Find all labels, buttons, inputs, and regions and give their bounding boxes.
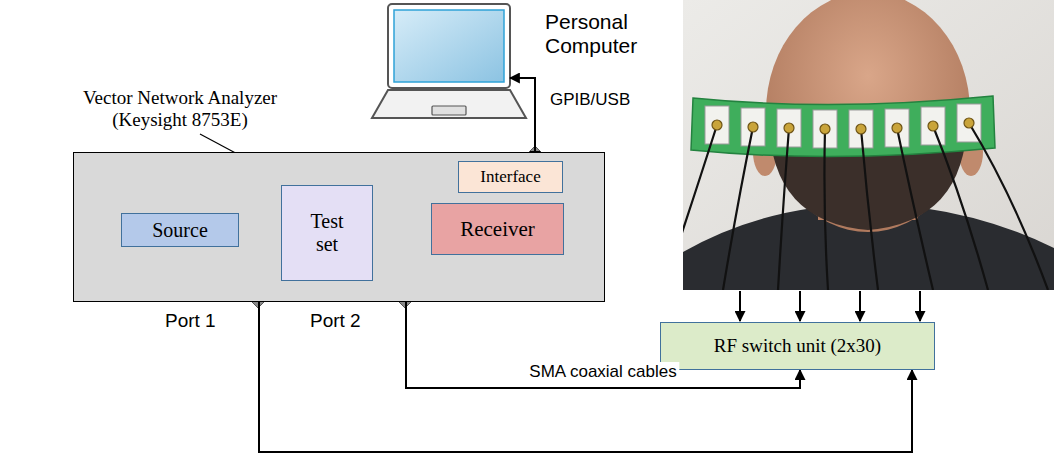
node-heading: Personal Computer <box>545 10 663 58</box>
connector <box>510 78 535 161</box>
port-label: Port 1 <box>165 310 216 332</box>
cable-arrows <box>740 291 920 321</box>
photo-content <box>683 0 1054 290</box>
edge-label: GPIB/USB <box>547 90 633 110</box>
interface-box: Interface <box>458 161 563 193</box>
antenna-band <box>691 96 995 157</box>
laptop-icon <box>372 4 526 118</box>
receiver-box: Receiver <box>431 203 564 255</box>
test-set-box: Test set <box>281 185 373 281</box>
analyzer-box: Vector Network Analyzer (Keysight 8753E)… <box>73 152 605 302</box>
sma-connectors <box>712 118 974 134</box>
head-photo <box>683 0 1054 290</box>
port-label: Port 2 <box>310 310 361 332</box>
edge-label: SMA coaxial cables <box>526 362 679 382</box>
computer-node: Personal Computer <box>370 4 510 120</box>
node-label: Source <box>152 219 208 242</box>
source-box: Source <box>121 213 239 247</box>
node-label: Test set <box>299 210 355 256</box>
node-label: Receiver <box>460 217 535 241</box>
node-label: RF switch unit (2x30) <box>714 335 881 357</box>
node-heading: Vector Network Analyzer (Keysight 8753E) <box>64 87 296 131</box>
switch-box: RF switch unit (2x30) <box>660 322 935 370</box>
node-label: Interface <box>480 167 540 187</box>
cables <box>683 123 1048 290</box>
